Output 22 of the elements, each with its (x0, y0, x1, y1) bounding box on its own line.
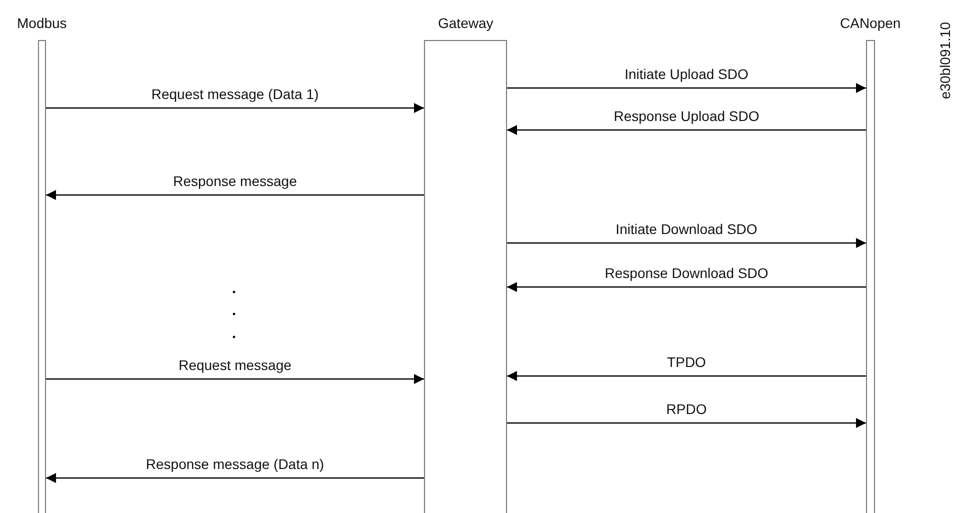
arrow (507, 371, 866, 381)
arrow (46, 374, 424, 384)
arrow (46, 103, 424, 113)
edge-label: Response Download SDO (602, 265, 770, 281)
edge-label: Response Upload SDO (612, 108, 762, 124)
lifeline-label: Modbus (17, 14, 67, 32)
arrow (507, 282, 866, 292)
arrow (507, 83, 866, 93)
edge-label: Initiate Upload SDO (622, 66, 750, 82)
document-code: e30bl091.10 (937, 22, 953, 100)
arrow (46, 190, 424, 200)
edge-label: Response message (171, 173, 299, 189)
lifeline-label: Gateway (438, 14, 494, 32)
edge-label: Initiate Download SDO (614, 221, 760, 237)
edge-label: Request message (176, 357, 294, 373)
arrow (507, 418, 866, 428)
arrow (46, 473, 424, 483)
arrow (507, 125, 866, 135)
lifeline-label: CANopen (840, 14, 901, 32)
arrow (507, 238, 866, 248)
edge-label: TPDO (665, 354, 708, 370)
edge-label: RPDO (664, 401, 709, 417)
